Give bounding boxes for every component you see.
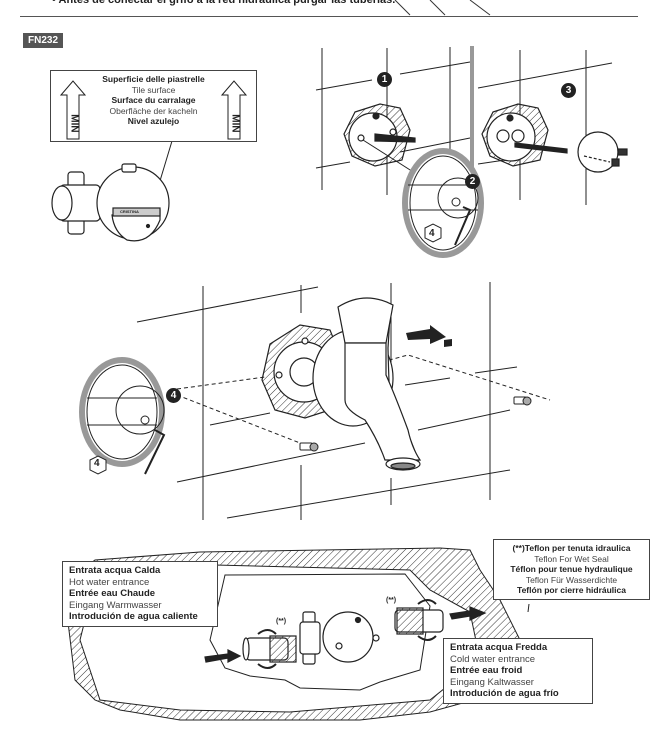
tile-surface-label: MIN MIN Superficie delle piastrelle Tile…	[50, 70, 257, 142]
step4-magnifier	[79, 357, 166, 475]
min-right-label: MIN	[229, 114, 241, 133]
valve-product-illustration	[51, 163, 170, 242]
tile-line: Surface du carralage	[111, 95, 196, 105]
step-3-badge: 3	[561, 83, 576, 98]
step3-valve-body	[481, 103, 628, 173]
product-brand: CRISTINA	[120, 209, 139, 214]
tile-line: Nivel azulejo	[127, 116, 180, 126]
hex-key-size-bottom: 4	[94, 458, 100, 469]
min-arrows	[59, 80, 248, 140]
cold-line: Entrata acqua Fredda	[450, 642, 548, 653]
center-valve	[299, 611, 380, 665]
hot-line: Introdución de agua caliente	[69, 611, 198, 622]
teflon-line: Teflon For Wet Seal	[534, 553, 609, 564]
rotate-arrows	[257, 599, 437, 669]
teflon-line: Teflón por cierre hidráulica	[517, 585, 626, 595]
header-divider	[20, 16, 638, 17]
main-wall-grid	[136, 282, 518, 520]
step2-magnifier	[402, 148, 484, 258]
teflon-label: (**)Teflon per tenuta idraulica Teflon F…	[493, 539, 650, 600]
hot-pipe	[204, 635, 297, 663]
teflon-line: (**)Teflon per tenuta idraulica	[512, 543, 631, 553]
header-note: • Antes de conectar el grifo a la red hi…	[52, 0, 396, 6]
faucet	[312, 297, 422, 471]
step1-valve-body	[343, 103, 416, 167]
min-left-label: MIN	[68, 114, 80, 133]
header-decor-lines	[394, 0, 491, 16]
teflon-marker-left: (**)	[276, 618, 287, 625]
tile-line: Oberfläche der kacheln	[109, 105, 198, 116]
hot-water-label: Entrata acqua Calda Hot water entrance E…	[62, 561, 218, 627]
teflon-line: Téflon pour tenue hydraulique	[510, 564, 633, 574]
hex-key-size-top: 4	[429, 228, 435, 239]
cold-line: Entrée eau froid	[450, 665, 523, 676]
step-4-badge: 4	[166, 388, 181, 403]
tile-line: Tile surface	[131, 84, 176, 95]
tile-line: Superficie delle piastrelle	[102, 74, 205, 84]
screws	[299, 396, 532, 452]
cold-line: Cold water entrance	[450, 653, 536, 665]
step-1-badge: 1	[377, 72, 392, 87]
cold-water-label: Entrata acqua Fredda Cold water entrance…	[443, 638, 593, 704]
hot-line: Hot water entrance	[69, 576, 150, 588]
teflon-line: Teflon Für Wasserdichte	[525, 574, 618, 585]
cold-pipe	[394, 606, 487, 635]
insert-arrow	[406, 325, 452, 347]
hot-line: Entrée eau Chaude	[69, 588, 156, 599]
hot-line: Eingang Warmwasser	[69, 599, 162, 611]
tile-surface-text: Superficie delle piastrelle Tile surface…	[91, 74, 216, 127]
step-2-badge: 2	[465, 174, 480, 189]
cold-line: Eingang Kaltwasser	[450, 676, 534, 688]
teflon-marker-right: (**)	[386, 597, 397, 604]
cold-line: Introdución de agua frío	[450, 688, 559, 699]
panel-separator	[470, 46, 474, 178]
model-badge: FN232	[23, 33, 63, 48]
hot-line: Entrata acqua Calda	[69, 565, 161, 576]
